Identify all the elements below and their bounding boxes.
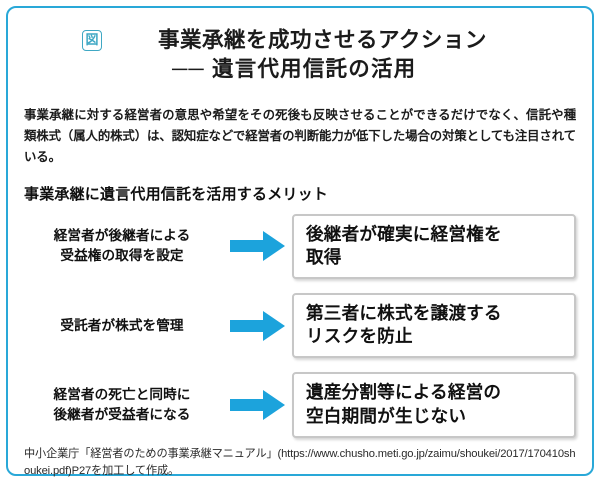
merit-row-label-line1: 受託者が株式を管理 [60, 317, 184, 333]
right-arrow-icon [224, 389, 292, 421]
merit-outcome-line2: リスクを防止 [306, 326, 413, 347]
figure-title: 事業承継を成功させるアクション ── 遺言代用信託の活用 [158, 26, 572, 84]
merit-row-label-line2: 受益権の取得を設定 [60, 248, 184, 264]
merit-outcome-line2: 空白期間が生じない [306, 405, 467, 426]
merit-outcome-box: 遺産分割等による経営の 空白期間が生じない [292, 372, 576, 438]
figure-frame: 図 事業承継を成功させるアクション ── 遺言代用信託の活用 事業承継に対する経… [6, 6, 594, 477]
merit-rows: 経営者が後継者による 受益権の取得を設定 後継者が確実に経営権を 取得 [24, 213, 576, 438]
merit-row: 受託者が株式を管理 第三者に株式を譲渡する リスクを防止 [24, 293, 576, 359]
merit-outcome-box: 後継者が確実に経営権を 取得 [292, 213, 576, 280]
merit-row-label: 受託者が株式を管理 [24, 316, 224, 336]
merit-outcome-line2: 取得 [306, 246, 342, 267]
merit-row-label-line1: 経営者が後継者による [53, 227, 191, 243]
merit-row-label: 経営者の死亡と同時に 後継者が受益者になる [24, 385, 224, 426]
source-note: 中小企業庁「経営者のための事業承継マニュアル」(https://www.chus… [24, 447, 576, 478]
merit-outcome-line1: 第三者に株式を譲渡する [306, 303, 502, 324]
merit-row-label-line2: 後継者が受益者になる [53, 407, 191, 423]
right-arrow-icon [224, 310, 292, 342]
merit-row: 経営者の死亡と同時に 後継者が受益者になる 遺産分割等による経営の 空白期間が生… [24, 372, 576, 438]
section-heading: 事業承継に遺言代用信託を活用するメリット [24, 185, 329, 203]
merit-outcome-line1: 遺産分割等による経営の [306, 382, 502, 403]
figure-title-main: 事業承継を成功させるアクション [158, 28, 487, 52]
right-arrow-icon [224, 230, 292, 262]
merit-outcome-box: 第三者に株式を譲渡する リスクを防止 [292, 293, 576, 359]
figure-badge-icon: 図 [82, 30, 102, 51]
merit-outcome-line1: 後継者が確実に経営権を [306, 223, 502, 244]
figure-inner: 図 事業承継を成功させるアクション ── 遺言代用信託の活用 事業承継に対する経… [8, 8, 592, 477]
merit-row-label: 経営者が後継者による 受益権の取得を設定 [24, 226, 224, 267]
merit-row-label-line1: 経営者の死亡と同時に [53, 386, 191, 402]
figure-header: 図 事業承継を成功させるアクション ── 遺言代用信託の活用 [24, 20, 576, 86]
figure-title-sub: ── 遺言代用信託の活用 [172, 56, 417, 81]
merit-row: 経営者が後継者による 受益権の取得を設定 後継者が確実に経営権を 取得 [24, 213, 576, 280]
intro-paragraph: 事業承継に対する経営者の意思や希望をその死後も反映させることができるだけでなく、… [24, 107, 576, 165]
